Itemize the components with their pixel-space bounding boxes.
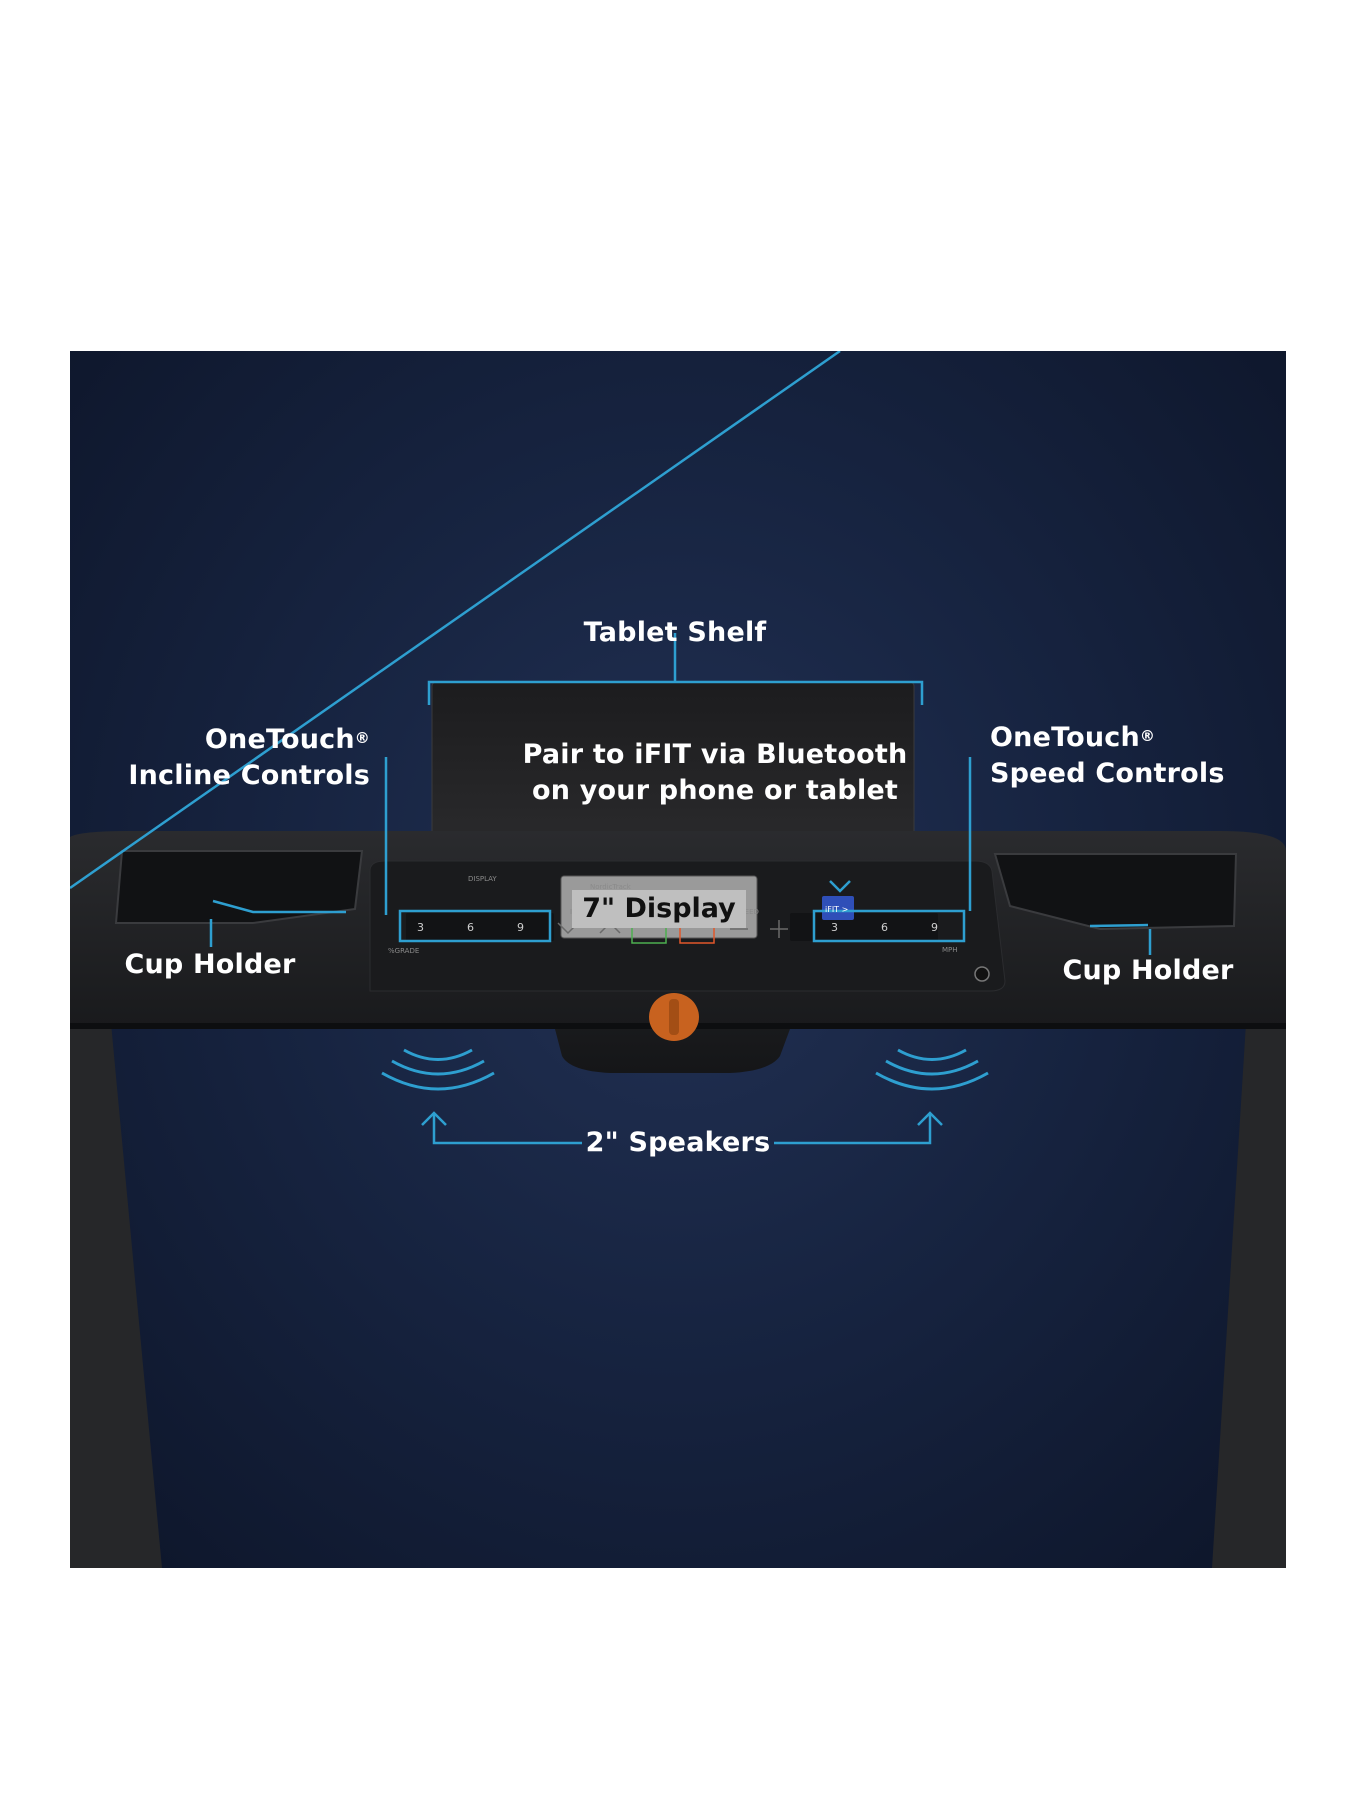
ifit-badge-text: iFIT > bbox=[825, 905, 848, 914]
speed-keypad bbox=[790, 913, 938, 941]
speaker-right-icon bbox=[875, 1048, 989, 1091]
mph-label: MPH bbox=[942, 946, 958, 954]
speed-line-1: OneTouch bbox=[990, 722, 1140, 753]
speed-key-9: 9 bbox=[931, 921, 938, 934]
headphone-jack-icon bbox=[974, 966, 990, 982]
speed-controls-label: OneTouch® Speed Controls bbox=[990, 720, 1250, 792]
speed-label: SPEED bbox=[736, 908, 759, 916]
bluetooth-pair-line-1: Pair to iFIT via Bluetooth bbox=[522, 739, 908, 770]
display-label: 7" Display bbox=[572, 890, 746, 928]
speed-key-6: 6 bbox=[881, 921, 888, 934]
tablet-shelf-label: Tablet Shelf bbox=[583, 617, 767, 648]
speed-line-2: Speed Controls bbox=[990, 758, 1225, 789]
incline-line-1: OneTouch bbox=[204, 724, 355, 755]
cup-holder-right bbox=[993, 853, 1238, 931]
incline-controls-label: OneTouch® Incline Controls bbox=[110, 722, 370, 794]
incline-key-6: 6 bbox=[467, 921, 474, 934]
bluetooth-pair-line-2: on your phone or tablet bbox=[531, 775, 899, 806]
product-photo: NordicTrack bbox=[70, 351, 1286, 1568]
left-upright bbox=[70, 991, 162, 1568]
display-button-label: DISPLAY bbox=[468, 875, 497, 883]
bluetooth-pair-label: Pair to iFIT via Bluetooth on your phone… bbox=[520, 737, 910, 809]
cup-holder-left-label: Cup Holder bbox=[124, 949, 296, 980]
incline-key-3: 3 bbox=[417, 921, 424, 934]
grade-label: %GRADE bbox=[388, 947, 419, 955]
speaker-left-icon bbox=[381, 1048, 495, 1091]
arrow-heads bbox=[421, 880, 943, 1126]
ifit-badge bbox=[822, 896, 854, 920]
speed-key-3: 3 bbox=[831, 921, 838, 934]
incline-key-9: 9 bbox=[517, 921, 524, 934]
cup-holder-right-label: Cup Holder bbox=[1062, 955, 1234, 986]
cup-holder-left bbox=[114, 850, 364, 924]
svg-text:NordicTrack: NordicTrack bbox=[590, 883, 632, 891]
speed-up-icon[interactable] bbox=[770, 920, 788, 938]
right-upright bbox=[1212, 991, 1286, 1568]
registered-mark: ® bbox=[354, 729, 370, 747]
registered-mark: ® bbox=[1139, 727, 1156, 745]
incline-line-2: Incline Controls bbox=[128, 760, 370, 791]
treadmill-console-illustration: NordicTrack bbox=[70, 351, 1286, 1568]
incline-keypad bbox=[406, 913, 554, 941]
speakers-label: 2" Speakers bbox=[585, 1127, 771, 1158]
callout-lines bbox=[70, 351, 1152, 1145]
